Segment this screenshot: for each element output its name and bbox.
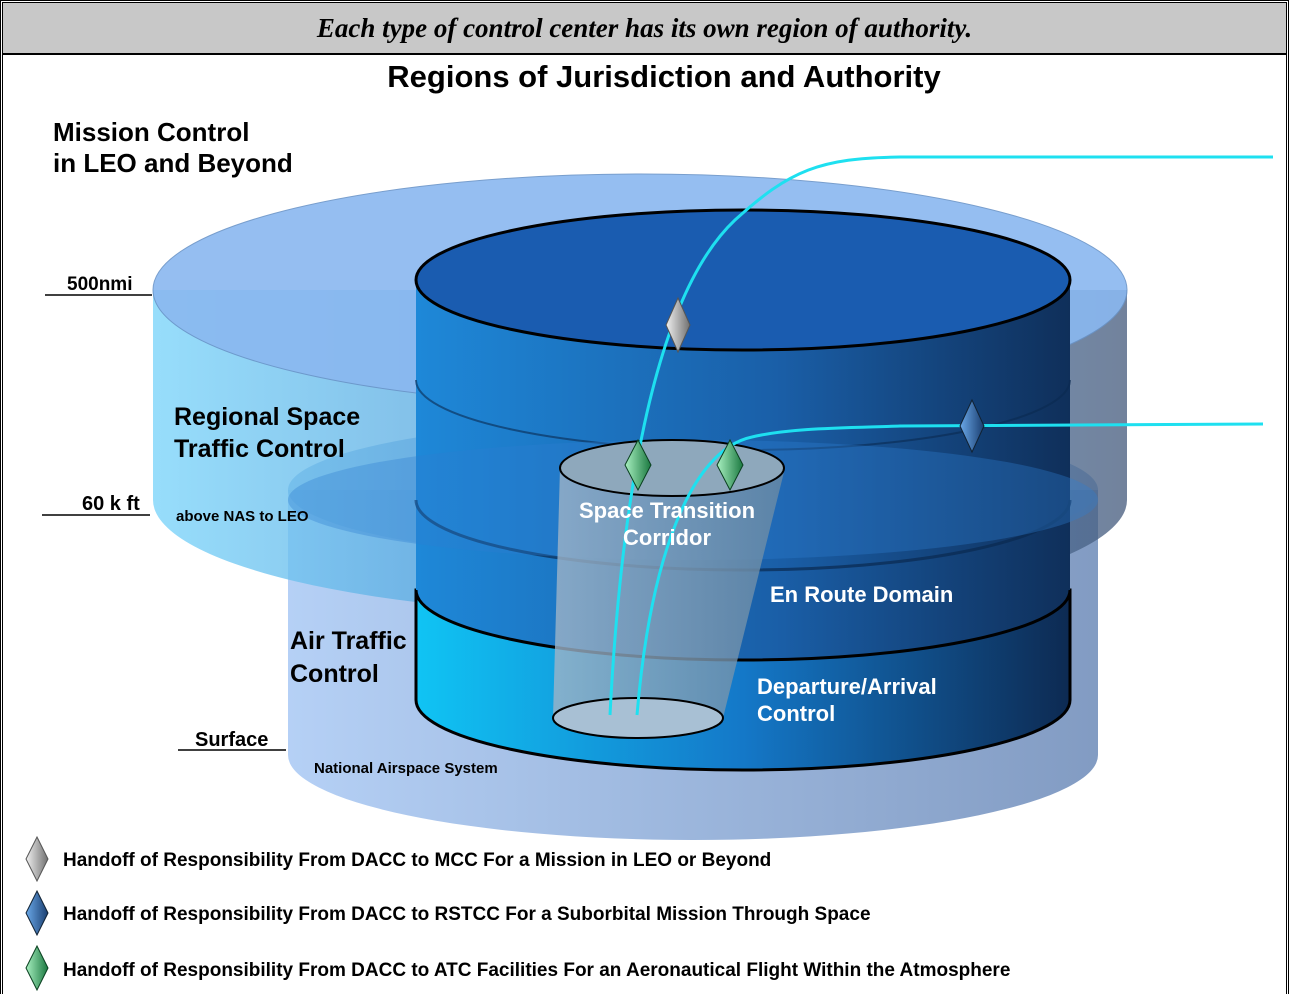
legend-item-gray: Handoff of Responsibility From DACC to M… bbox=[63, 850, 771, 871]
legend-green-diamond-icon bbox=[25, 944, 49, 992]
legend: Handoff of Responsibility From DACC to M… bbox=[25, 835, 1010, 992]
air-traffic-label-2: Control bbox=[290, 660, 379, 688]
legend-blue-diamond-icon bbox=[25, 889, 49, 937]
trajectories bbox=[608, 155, 1273, 716]
handoff-markers bbox=[624, 296, 985, 492]
caption-bar: Each type of control center has its own … bbox=[3, 3, 1286, 55]
air-traffic-label-1: Air Traffic bbox=[290, 627, 407, 655]
green-diamond-icon bbox=[624, 438, 652, 492]
corridor-label-1: Space Transition bbox=[579, 498, 755, 523]
green-diamond-icon bbox=[716, 438, 744, 492]
en-route-label: En Route Domain bbox=[770, 582, 953, 607]
departure-label-2: Control bbox=[757, 701, 835, 726]
regional-space-label-1: Regional Space bbox=[174, 403, 360, 431]
altitude-500nmi-label: 500nmi bbox=[67, 274, 132, 295]
legend-item-blue: Handoff of Responsibility From DACC to R… bbox=[63, 904, 871, 925]
altitude-surface-label: Surface bbox=[195, 729, 268, 751]
corridor-label-2: Corridor bbox=[623, 525, 711, 550]
altitude-ticks bbox=[42, 294, 286, 751]
figure-caption: Each type of control center has its own … bbox=[316, 12, 973, 43]
gray-diamond-icon bbox=[665, 296, 691, 354]
regional-space-sublabel: above NAS to LEO bbox=[176, 508, 309, 525]
legend-gray-diamond-icon bbox=[25, 835, 49, 883]
blue-diamond-icon bbox=[959, 398, 985, 454]
altitude-60kft-label: 60 k ft bbox=[82, 493, 140, 515]
regional-space-label-2: Traffic Control bbox=[174, 435, 345, 463]
diagram-title: Regions of Jurisdiction and Authority bbox=[387, 59, 941, 94]
mission-control-label-1: Mission Control bbox=[53, 117, 249, 147]
nas-label: National Airspace System bbox=[314, 760, 498, 777]
departure-label-1: Departure/Arrival bbox=[757, 674, 937, 699]
legend-item-green: Handoff of Responsibility From DACC to A… bbox=[63, 960, 1010, 981]
mission-control-label-2: in LEO and Beyond bbox=[53, 148, 293, 178]
